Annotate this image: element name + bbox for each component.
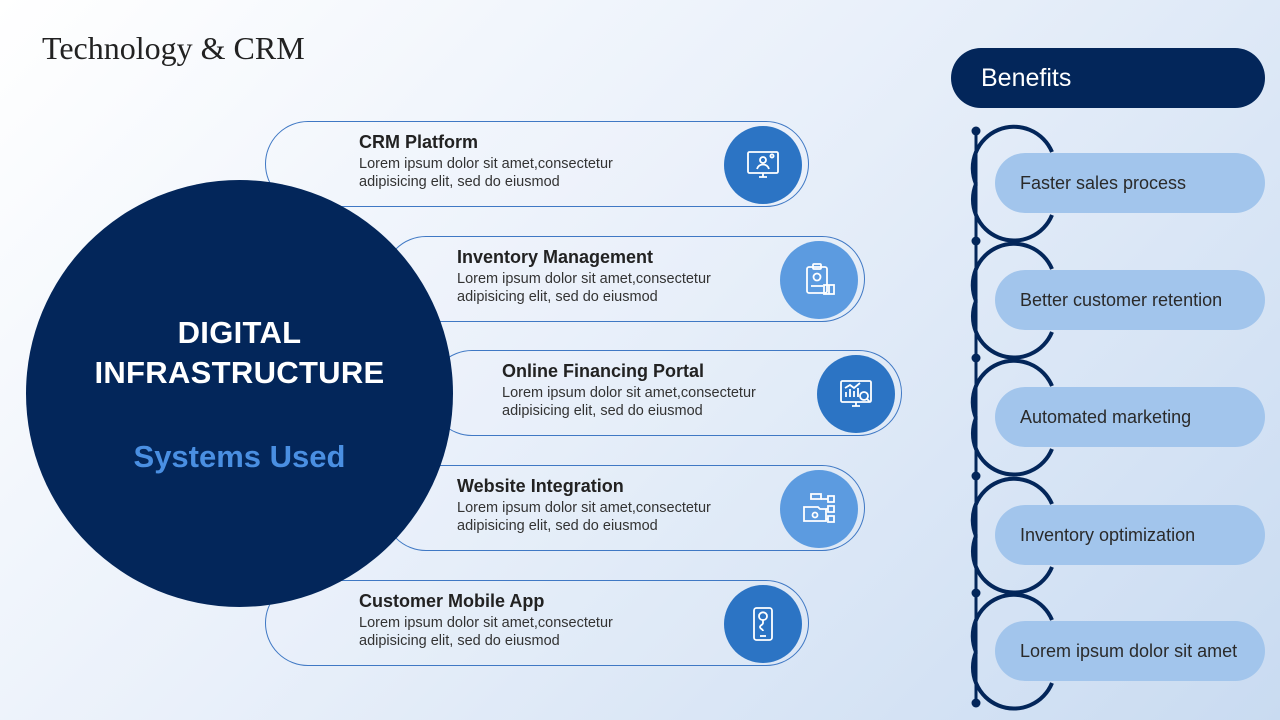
system-description: Lorem ipsum dolor sit amet,consectetur a… [359,615,613,649]
page-title: Technology & CRM [42,30,305,66]
system-title: CRM Platform [359,132,479,152]
benefit-item: Faster sales process [995,153,1265,213]
system-card-website-integration: Website Integration Lorem ipsum dolor si… [383,465,865,551]
hub-title: DIGITAL INFRASTRUCTURE [26,313,453,393]
system-card-inventory-management: Inventory Management Lorem ipsum dolor s… [383,236,865,322]
hub-title-line2: INFRASTRUCTURE [94,355,385,390]
system-description: Lorem ipsum dolor sit amet,consectetur a… [359,156,613,190]
clipboard-gear-icon [780,241,858,319]
system-title: Online Financing Portal [502,361,705,381]
hub-subtitle: Systems Used [133,439,346,474]
system-card-crm-platform: CRM Platform Lorem ipsum dolor sit amet,… [265,121,809,207]
system-title: Website Integration [457,476,624,496]
hub-circle: DIGITAL INFRASTRUCTURE Systems Used [26,180,453,607]
system-description: Lorem ipsum dolor sit amet,consectetur a… [502,385,756,419]
system-description: Lorem ipsum dolor sit amet,consectetur a… [457,271,711,305]
system-card-customer-mobile-app: Customer Mobile App Lorem ipsum dolor si… [265,580,809,666]
system-description: Lorem ipsum dolor sit amet,consectetur a… [457,500,711,534]
folder-network-icon [780,470,858,548]
system-card-online-financing-portal: Online Financing Portal Lorem ipsum dolo… [429,350,902,436]
analytics-monitor-icon [817,355,895,433]
benefit-item: Automated marketing [995,387,1265,447]
hub-title-line1: DIGITAL [177,315,302,350]
system-title: Inventory Management [457,247,654,267]
benefit-item: Inventory optimization [995,505,1265,565]
system-title: Customer Mobile App [359,591,545,611]
benefits-header: Benefits [951,48,1265,108]
crm-monitor-icon [724,126,802,204]
mobile-location-icon [724,585,802,663]
benefit-item: Better customer retention [995,270,1265,330]
benefit-item: Lorem ipsum dolor sit amet [995,621,1265,681]
